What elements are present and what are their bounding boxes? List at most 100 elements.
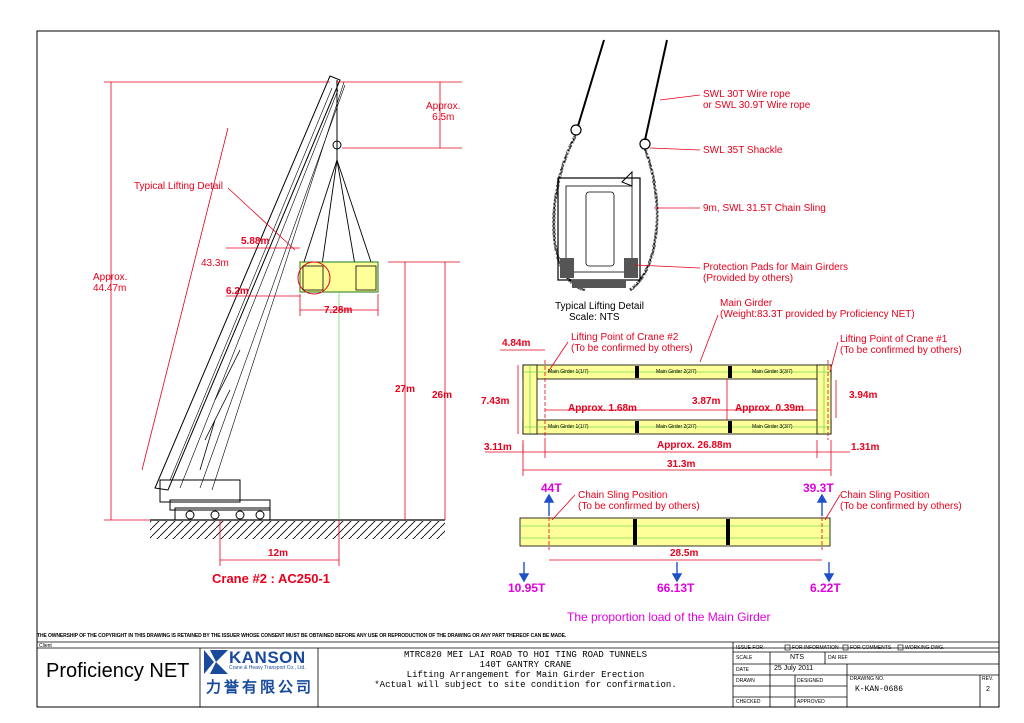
protection-pads-line2: (Provided by others)	[703, 273, 794, 284]
main-girder-line1: Main Girder	[720, 298, 773, 309]
top-clearance-line2: 6.5m	[432, 112, 455, 123]
girder-tag-1-lower: Main Girder 1(1/7)	[548, 424, 589, 430]
approx-height-label: Approx. 44.47m	[93, 272, 127, 294]
main-girder-line2: (Weight:83.3T provided by Proficiency NE…	[720, 309, 915, 320]
sling-position-left-callout: Chain Sling Position (To be confirmed by…	[578, 490, 700, 512]
title-block-grid	[37, 642, 999, 707]
kanson-logo-mark-icon	[204, 650, 228, 674]
approved-label: APPROVED	[797, 699, 825, 705]
sling-position-right-line1: Chain Sling Position	[840, 490, 930, 501]
wire-rope-callout: SWL 30T Wire rope or SWL 30.9T Wire rope	[703, 89, 810, 111]
wire-rope-line1: SWL 30T Wire rope	[703, 89, 791, 100]
dai-ref-label: DAI REF	[828, 655, 848, 661]
dim-0-39: Approx. 0.39m	[735, 403, 804, 414]
dim-4-84: 4.84m	[502, 338, 531, 349]
load-diagram-caption: The proportion load of the Main Girder	[567, 610, 771, 624]
typical-lifting-detail-callout: Typical Lifting Detail	[134, 181, 223, 192]
sling-position-right-line2: (To be confirmed by others)	[840, 501, 962, 512]
load-right-value: 39.3T	[803, 481, 834, 495]
radius-12-dimension: 12m	[268, 548, 289, 559]
lifting-point-crane2-line1: Lifting Point of Crane #2	[571, 332, 679, 343]
width-7-28-dimension: 7.28m	[324, 305, 353, 316]
sling-position-right-callout: Chain Sling Position (To be confirmed by…	[840, 490, 962, 512]
load-left-value: 44T	[541, 481, 562, 495]
girder-tag-3-lower: Main Girder 3(3/7)	[752, 424, 793, 430]
project-line-2: 140T GANTRY CRANE	[479, 660, 572, 670]
approx-height-label-line1: Approx.	[93, 272, 128, 283]
width-5-88-dimension: 5.88m	[241, 236, 270, 247]
load-diagram-drawing	[518, 493, 841, 583]
approx-height-label-line2: 44.47m	[93, 283, 127, 294]
reaction-mid-value: 66.13T	[657, 581, 695, 595]
designed-label: DESIGNED	[797, 678, 824, 684]
project-line-1: MTRC820 MEI LAI ROAD TO HOI TING ROAD TU…	[403, 650, 648, 660]
dim-7-43: 7.43m	[481, 396, 510, 407]
drawing-number: K-KAN-0686	[855, 685, 904, 694]
for-comments-option: FOR COMMENTS	[850, 645, 892, 651]
shackle-callout: SWL 35T Shackle	[703, 145, 783, 156]
protection-pads-line1: Protection Pads for Main Girders	[703, 262, 849, 273]
height-27-dimension: 27m	[395, 384, 416, 395]
drawing-no-label: DRAWING NO.	[850, 676, 885, 682]
lifting-detail-caption: Typical Lifting Detail Scale: NTS	[555, 301, 644, 323]
lifting-point-crane2-callout: Lifting Point of Crane #2 (To be confirm…	[571, 332, 693, 354]
project-title-block: MTRC820 MEI LAI ROAD TO HOI TING ROAD TU…	[318, 650, 733, 690]
scale-label: SCALE	[736, 655, 753, 661]
wire-rope-line2: or SWL 30.9T Wire rope	[703, 100, 811, 111]
span-28-5: 28.5m	[670, 548, 699, 559]
copyright-notice: THE OWNERSHIP OF THE COPYRIGHT IN THIS D…	[37, 633, 567, 639]
working-dwg-option: WORKING DWG.	[905, 645, 945, 651]
date-value: 25 July 2011	[774, 665, 814, 672]
dim-31-3: 31.3m	[667, 459, 696, 470]
date-label: DATE	[736, 667, 749, 673]
lifting-detail-caption-title: Typical Lifting Detail	[555, 301, 644, 312]
dim-3-87: 3.87m	[692, 396, 721, 407]
plan-view-drawing	[485, 314, 850, 476]
rev-label: REV.	[982, 676, 994, 682]
reaction-right-value: 6.22T	[810, 581, 841, 595]
checked-label: CHECKED	[736, 699, 761, 705]
sheet-border	[36, 30, 1000, 708]
lifting-detail-caption-scale: Scale: NTS	[569, 312, 620, 323]
issue-for-label: ISSUE FOR	[736, 645, 763, 651]
for-information-option: FOR INFORMATION	[792, 645, 839, 651]
sling-position-left-line1: Chain Sling Position	[578, 490, 668, 501]
drawn-label: DRAWN	[736, 678, 755, 684]
client-name: Proficiency NET	[46, 660, 190, 682]
width-6-2-dimension: 6.2m	[226, 286, 249, 297]
dim-26-88: Approx. 26.88m	[657, 440, 732, 451]
lifting-point-crane2-line2: (To be confirmed by others)	[571, 343, 693, 354]
sling-position-left-line2: (To be confirmed by others)	[578, 501, 700, 512]
top-clearance-line1: Approx.	[426, 101, 461, 112]
lifting-point-crane1-line1: Lifting Point of Crane #1	[840, 334, 948, 345]
girder-tag-3: Main Girder 3(3/7)	[752, 369, 793, 375]
lifting-point-crane1-line2: (To be confirmed by others)	[840, 345, 962, 356]
logo-name: KANSON	[229, 648, 306, 667]
girder-tag-2-lower: Main Girder 2(2/7)	[656, 424, 697, 430]
kanson-logo: KANSON Crane & Heavy Transport Co., Ltd.…	[204, 648, 315, 704]
top-clearance-dimension: Approx. 6.5m	[426, 101, 460, 123]
crane-name-label: Crane #2 : AC250-1	[212, 571, 331, 586]
crane-elevation-drawing	[104, 75, 462, 566]
rev-value: 2	[986, 686, 990, 693]
client-label: Client	[39, 643, 52, 649]
dim-1-68: Approx. 1.68m	[568, 403, 637, 414]
scale-value: NTS	[790, 654, 804, 661]
project-line-4: *Actual will subject to site condition f…	[374, 680, 677, 690]
project-line-3: Lifting Arrangement for Main Girder Erec…	[406, 670, 645, 680]
lifting-detail-drawing	[552, 39, 701, 292]
chain-sling-callout: 9m, SWL 31.5T Chain Sling	[703, 203, 826, 214]
main-girder-callout: Main Girder (Weight:83.3T provided by Pr…	[720, 298, 915, 320]
boom-length-dimension: 43.3m	[201, 258, 229, 269]
dim-1-31: 1.31m	[851, 442, 880, 453]
girder-tag-1: Main Girder 1(1/7)	[548, 369, 589, 375]
dim-3-94: 3.94m	[849, 390, 878, 401]
protection-pads-callout: Protection Pads for Main Girders (Provid…	[703, 262, 848, 284]
logo-chinese-name: 力誉有限公司	[206, 679, 315, 696]
height-26-dimension: 26m	[432, 390, 453, 401]
logo-subtitle: Crane & Heavy Transport Co., Ltd.	[229, 665, 306, 671]
lifting-point-crane1-callout: Lifting Point of Crane #1 (To be confirm…	[840, 334, 962, 356]
reaction-left-value: 10.95T	[508, 581, 546, 595]
